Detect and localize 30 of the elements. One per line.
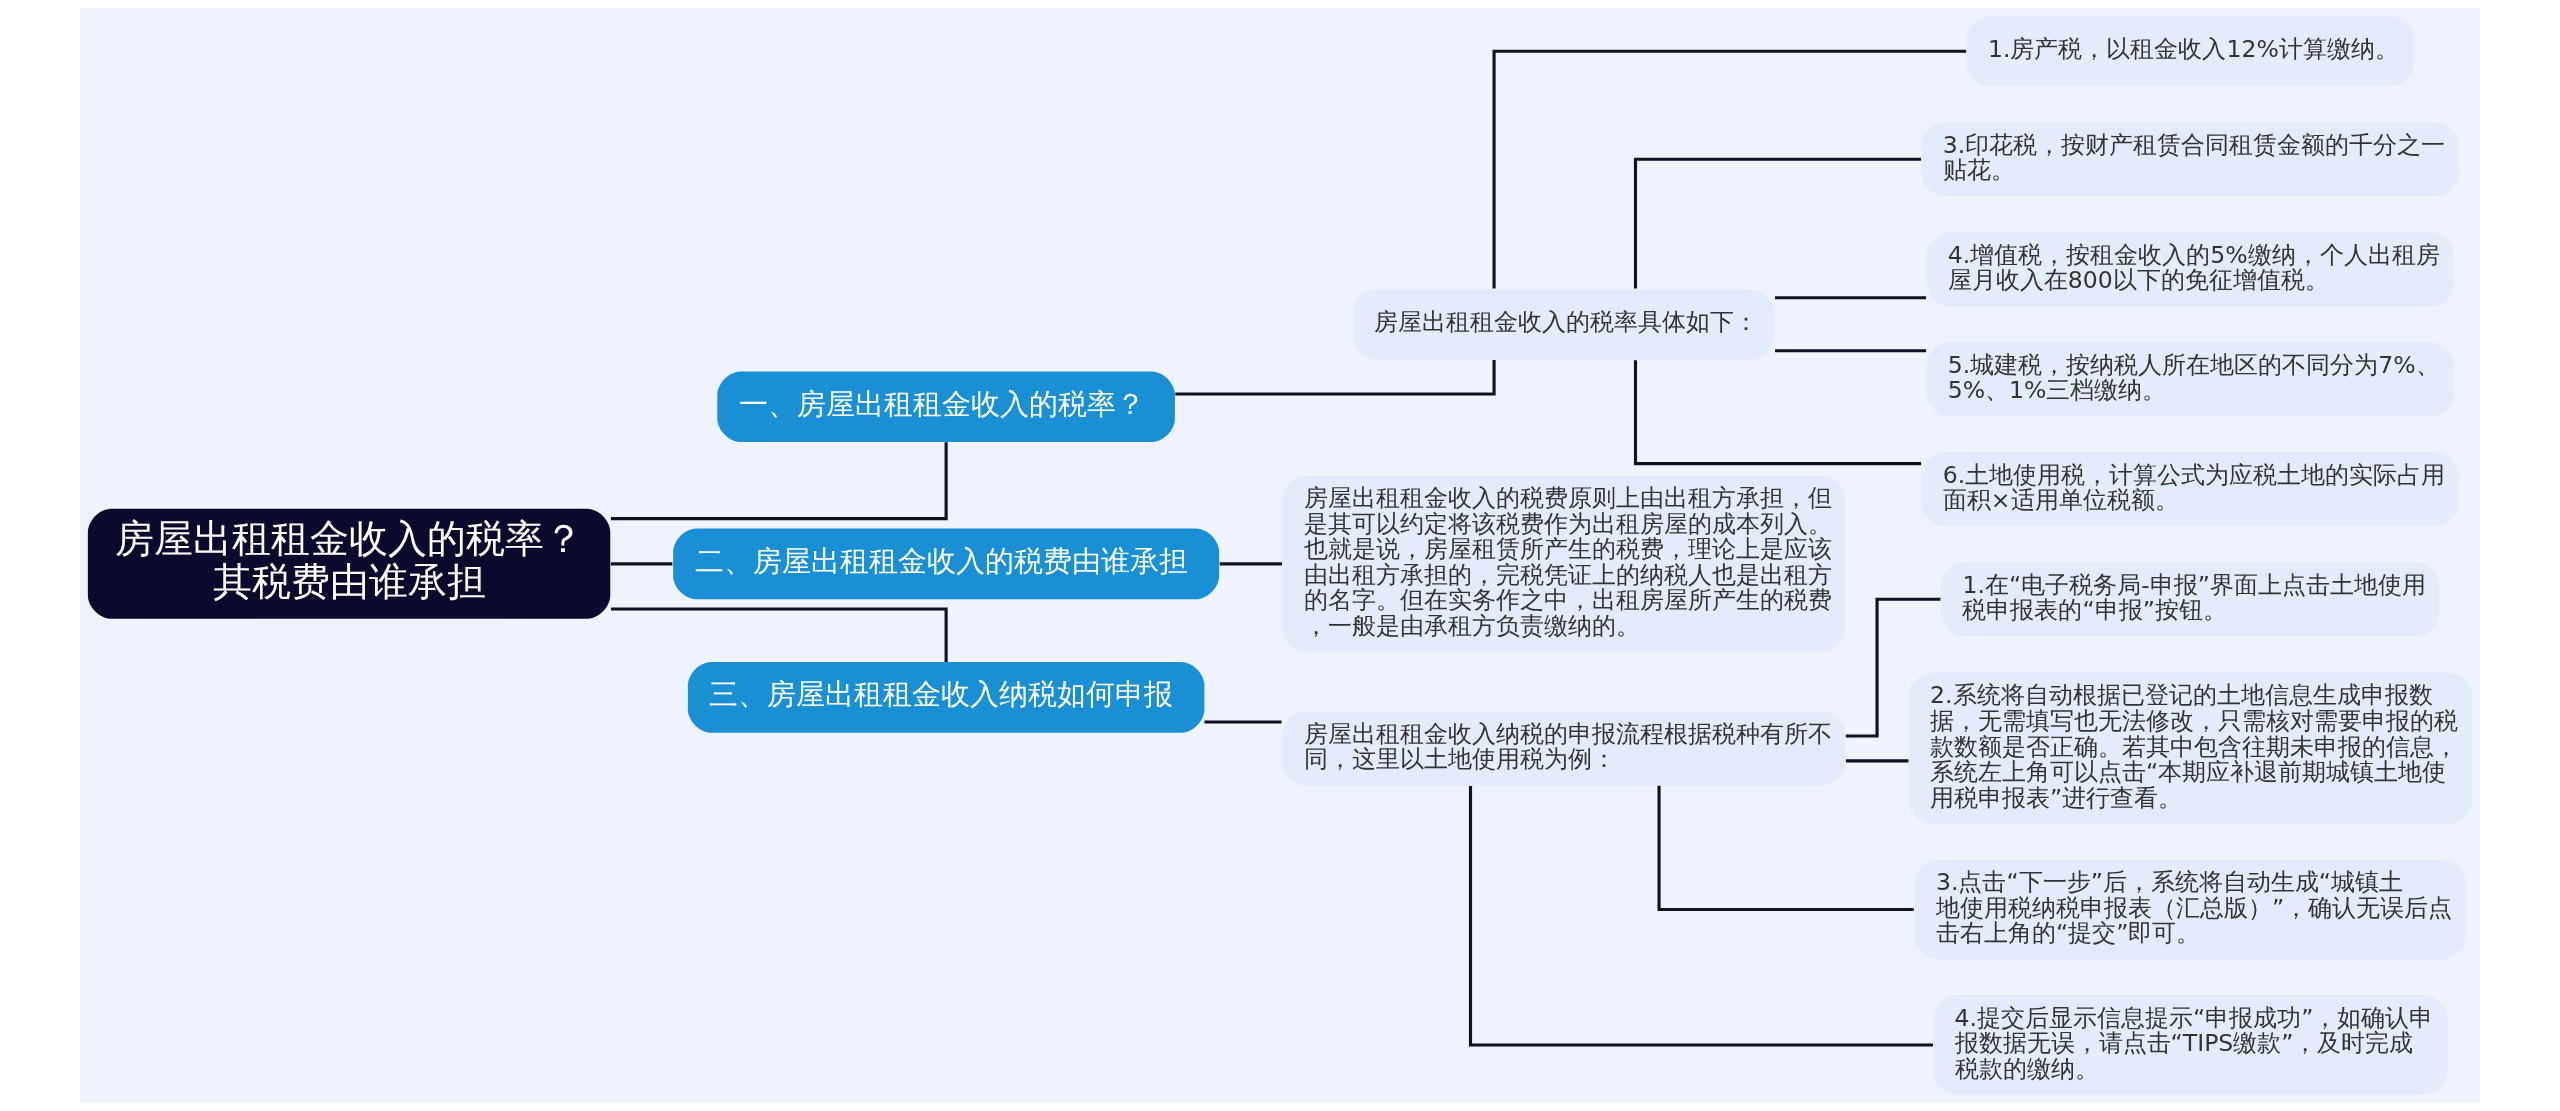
node-box: 三、房屋出租租金收入纳税如何申报 (687, 662, 1205, 733)
connector (1633, 360, 1922, 466)
connector (1204, 720, 1282, 724)
node-box: 一、房屋出租租金收入的税率？ (717, 371, 1175, 443)
connector (1468, 786, 1933, 1047)
connector (1845, 597, 1941, 738)
connector (1219, 562, 1282, 566)
node-box: 房屋出租租金收入的税率？其税费由谁承担 (87, 508, 611, 619)
connector (1633, 157, 1922, 289)
connector (1775, 296, 1927, 300)
connector (1845, 759, 1909, 763)
node-box: 3.点击“下一步”后，系统将自动生成“城镇土地使用税纳税申报表（汇总版）”，确认无误后点击右上角的“提交”即可。 (1914, 859, 2467, 960)
node-box: 3.印花税，按财产租赁合同租赁金额的千分之一贴花。 (1921, 121, 2460, 197)
node-box: 房屋出租租金收入的税费原则上由出租方承担，但是其可以约定将该税费作为出租房屋的成本列入。也就是说，房屋租赁所产生的税费，理论上是应该由出租方承担的，完税凭证上的纳税人也是出租方的名字。但在实务作之中，出租房屋所产生的税费，一般是由承租方负责缴纳的。 (1281, 475, 1846, 653)
node-box: 房屋出租租金收入的税率具体如下： (1352, 288, 1775, 360)
node-box: 1.在“电子税务局-申报”界面上点击土地使用税申报表的“申报”按钮。 (1940, 561, 2440, 637)
connector (610, 607, 948, 662)
node-box: 二、房屋出租租金收入的税费由谁承担 (673, 528, 1220, 600)
node-box: 1.房产税，以租金收入12%计算缴纳。 (1966, 15, 2415, 87)
node-box: 4.提交后显示信息提示“申报成功”，如确认申报数据无误，请点击“TIPS缴款”，及时完成税款的缴纳。 (1933, 994, 2448, 1096)
node-box: 2.系统将自动根据已登记的土地信息生成申报数据，无需填写也无法修改，只需核对需要申报的税款数额是否正确。若其中包含往期未申报的信息，系统左上角可以点击“本期应补退前期城镇土地使用税申报表”进行查看。 (1908, 672, 2473, 825)
connector (1775, 349, 1927, 353)
node-box: 6.土地使用税，计算公式为应税土地的实际占用面积×适用单位税额。 (1921, 451, 2460, 527)
connector (610, 562, 673, 566)
connector (1492, 49, 1967, 289)
connector (1657, 785, 1914, 912)
connector (610, 442, 948, 521)
node-box: 4.增值税，按租金收入的5%缴纳，个人出租房屋月收入在800以下的免征增值税。 (1926, 231, 2455, 307)
node-box: 5.城建税，按纳税人所在地区的不同分为7%、5%、1%三档缴纳。 (1926, 341, 2455, 417)
node-box: 房屋出租租金收入纳税的申报流程根据税种有所不同，这里以土地使用税为例： (1281, 711, 1846, 786)
